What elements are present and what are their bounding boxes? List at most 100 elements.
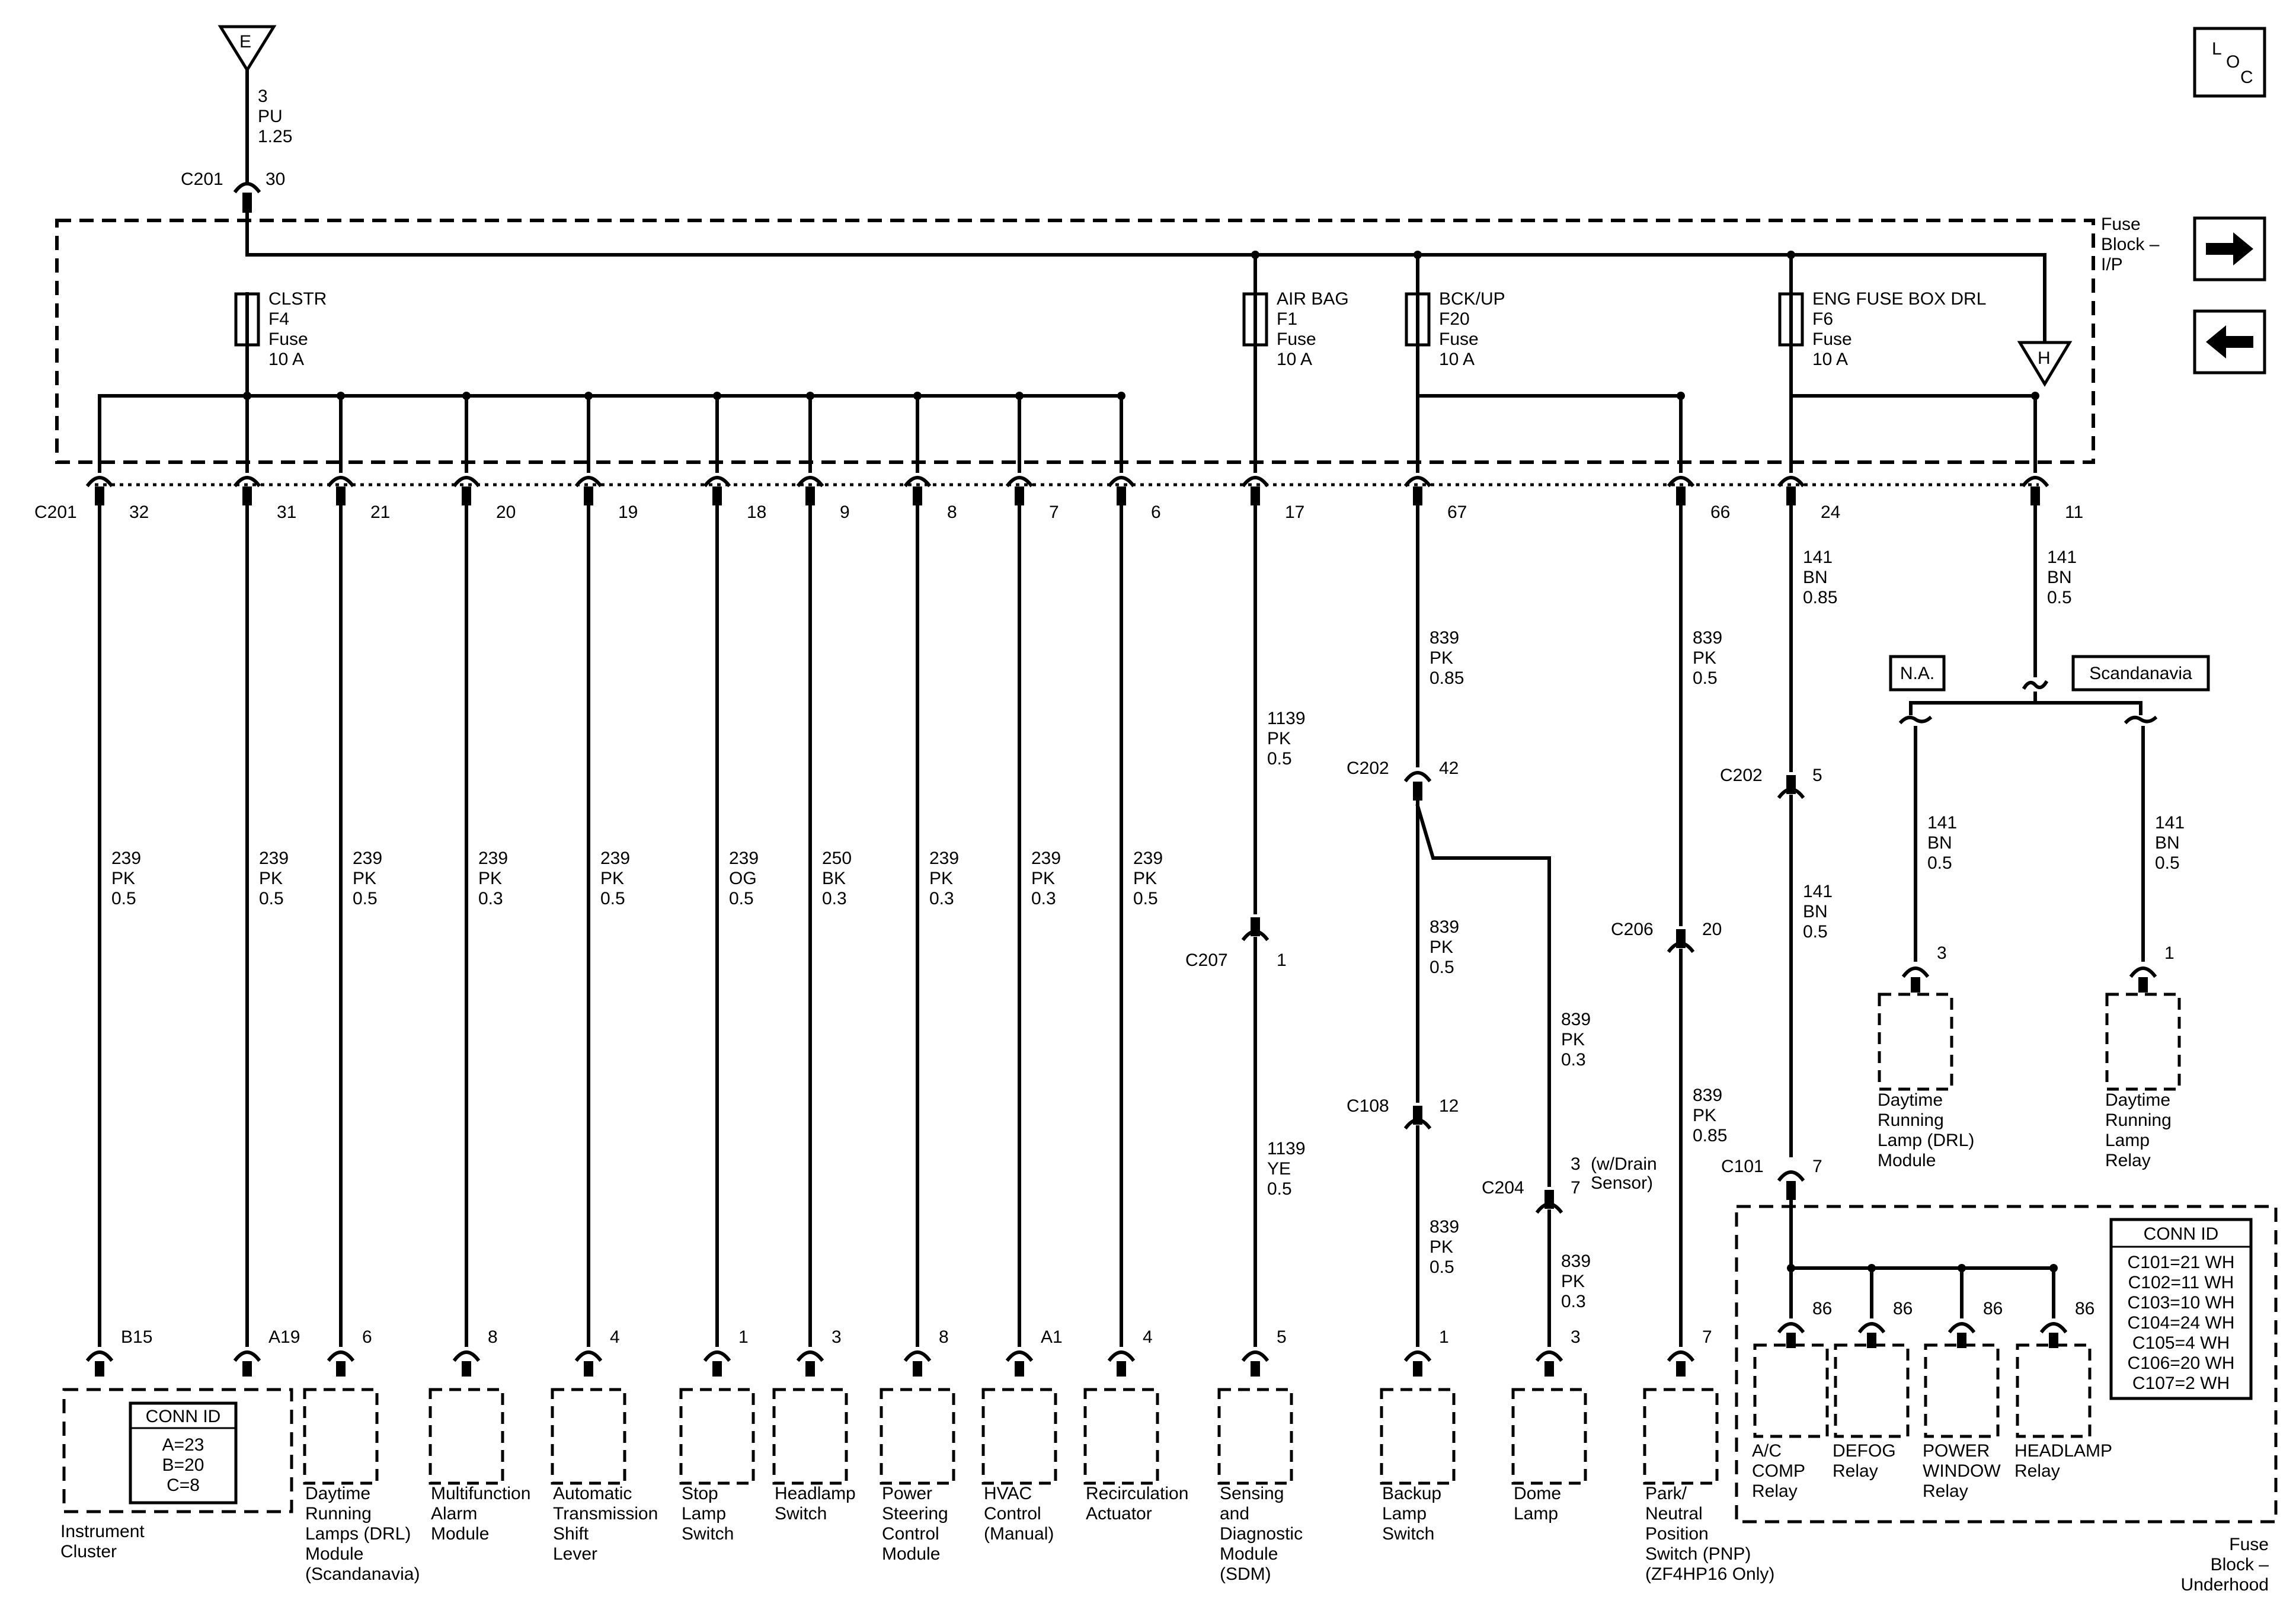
component-label: Power <box>882 1484 932 1503</box>
wire-size: 0.3 <box>478 889 503 908</box>
connector-cup <box>1241 476 1269 488</box>
connector-pin <box>1786 1181 1796 1200</box>
connector <box>1777 476 1805 505</box>
svg-text:C103=10 WH: C103=10 WH <box>2128 1293 2235 1313</box>
connector-pin <box>462 486 471 505</box>
component-pin-label: 3 <box>832 1327 842 1347</box>
connector-label: C207 <box>1185 950 1228 970</box>
component-label: Running <box>2105 1110 2172 1130</box>
component-pin-label: 86 <box>1893 1299 1913 1318</box>
svg-text:C105=4 WH: C105=4 WH <box>2132 1333 2230 1353</box>
fuse-name: BCK/UP <box>1439 289 1505 309</box>
c201-pin-number: 18 <box>747 502 766 522</box>
wire-size: 0.5 <box>600 889 625 908</box>
component-box <box>1924 1343 2000 1438</box>
wire-size: 0.5 <box>1267 1179 1292 1199</box>
component-box <box>1083 1388 1159 1485</box>
connector <box>1107 476 1136 505</box>
component-pin <box>1676 1361 1686 1377</box>
component-label: Automatic <box>553 1484 632 1503</box>
wire-circuit: 239 <box>1031 849 1061 868</box>
component-label: HVAC <box>984 1484 1032 1503</box>
connector-label: C204 <box>1482 1178 1524 1198</box>
wire-size: 0.85 <box>1430 668 1464 688</box>
component-pin-label: A1 <box>1041 1327 1063 1347</box>
forward-arrow-icon[interactable] <box>2193 216 2266 281</box>
component-label: Steering <box>882 1504 948 1523</box>
component-label: Module <box>1878 1151 1936 1170</box>
component-pin-label: 3 <box>1571 1327 1581 1347</box>
fuse-type: Fuse <box>1812 329 1852 349</box>
component-box <box>2105 993 2181 1091</box>
component-pin-label: 1 <box>2164 943 2175 963</box>
c201-pin-number: 31 <box>277 502 296 522</box>
connector-cup <box>233 476 261 488</box>
component-box <box>303 1388 379 1485</box>
component-label: Daytime <box>1878 1090 1943 1110</box>
fuse-block-ip: Fuse Block – I/P H <box>55 211 2160 486</box>
dome-wire <box>1415 804 1551 1187</box>
connector-cup <box>452 476 481 488</box>
component-label: Shift <box>553 1524 589 1544</box>
wire-color: BK <box>822 869 846 888</box>
c201-pin-number: 24 <box>1821 502 1840 522</box>
connector-pin-label: 5 <box>1812 766 1822 785</box>
option-break-right <box>2124 715 2158 725</box>
wire-size: 0.5 <box>2155 853 2180 873</box>
svg-text:C201: C201 <box>181 169 223 189</box>
component-pin <box>1117 1361 1126 1377</box>
connector <box>903 476 932 505</box>
wire-size: 0.5 <box>2047 588 2072 607</box>
component-label: Lamp <box>1514 1504 1558 1523</box>
connector <box>452 476 481 505</box>
connector <box>327 476 355 505</box>
component-pin-label: 86 <box>2075 1299 2094 1318</box>
component-label: A/C <box>1752 1441 1782 1461</box>
connector-pin <box>1413 486 1422 505</box>
option-break <box>2022 680 2049 690</box>
component-label: Daytime <box>2105 1090 2170 1110</box>
connector-pin <box>584 486 593 505</box>
connector-cup <box>903 476 932 488</box>
wire-color: PK <box>1430 1237 1453 1257</box>
component-label: Control <box>984 1504 1041 1523</box>
back-arrow-icon[interactable] <box>2193 309 2266 375</box>
loc-icon[interactable]: L O C <box>2193 27 2266 98</box>
component-box <box>1834 1343 1910 1438</box>
wire-circuit: 141 <box>2155 813 2185 833</box>
component-pin-label: 8 <box>488 1327 498 1347</box>
wire-size: 0.5 <box>1133 889 1158 908</box>
wire-circuit: 250 <box>822 849 852 868</box>
wire-size: 0.85 <box>1803 588 1837 607</box>
connector-pin-label: 7 <box>1571 1178 1581 1198</box>
component-label: Switch <box>775 1504 827 1523</box>
c201-pin-number: 9 <box>840 502 850 522</box>
component-label: Transmission <box>553 1504 658 1523</box>
svg-text:L: L <box>2212 39 2222 59</box>
connector-pin <box>336 486 346 505</box>
component-pin-label: 1 <box>738 1327 749 1347</box>
svg-text:Block –: Block – <box>2211 1555 2269 1574</box>
component-pin <box>584 1361 593 1377</box>
component-pin <box>805 1361 815 1377</box>
connector-pin <box>1676 486 1686 505</box>
connector <box>1403 476 1432 505</box>
connector-cup <box>796 476 824 488</box>
component-label: Relay <box>1923 1481 1968 1501</box>
connector-cup <box>703 476 731 488</box>
svg-text:CONN ID: CONN ID <box>146 1407 221 1426</box>
connector <box>1241 476 1269 505</box>
component-label: COMP <box>1752 1461 1805 1481</box>
component-label: Recirculation <box>1086 1484 1188 1503</box>
connector <box>1777 775 1805 799</box>
component-label: Actuator <box>1086 1504 1152 1523</box>
c201-pin-number: 19 <box>618 502 638 522</box>
connector-pin-label: 20 <box>1702 920 1722 939</box>
